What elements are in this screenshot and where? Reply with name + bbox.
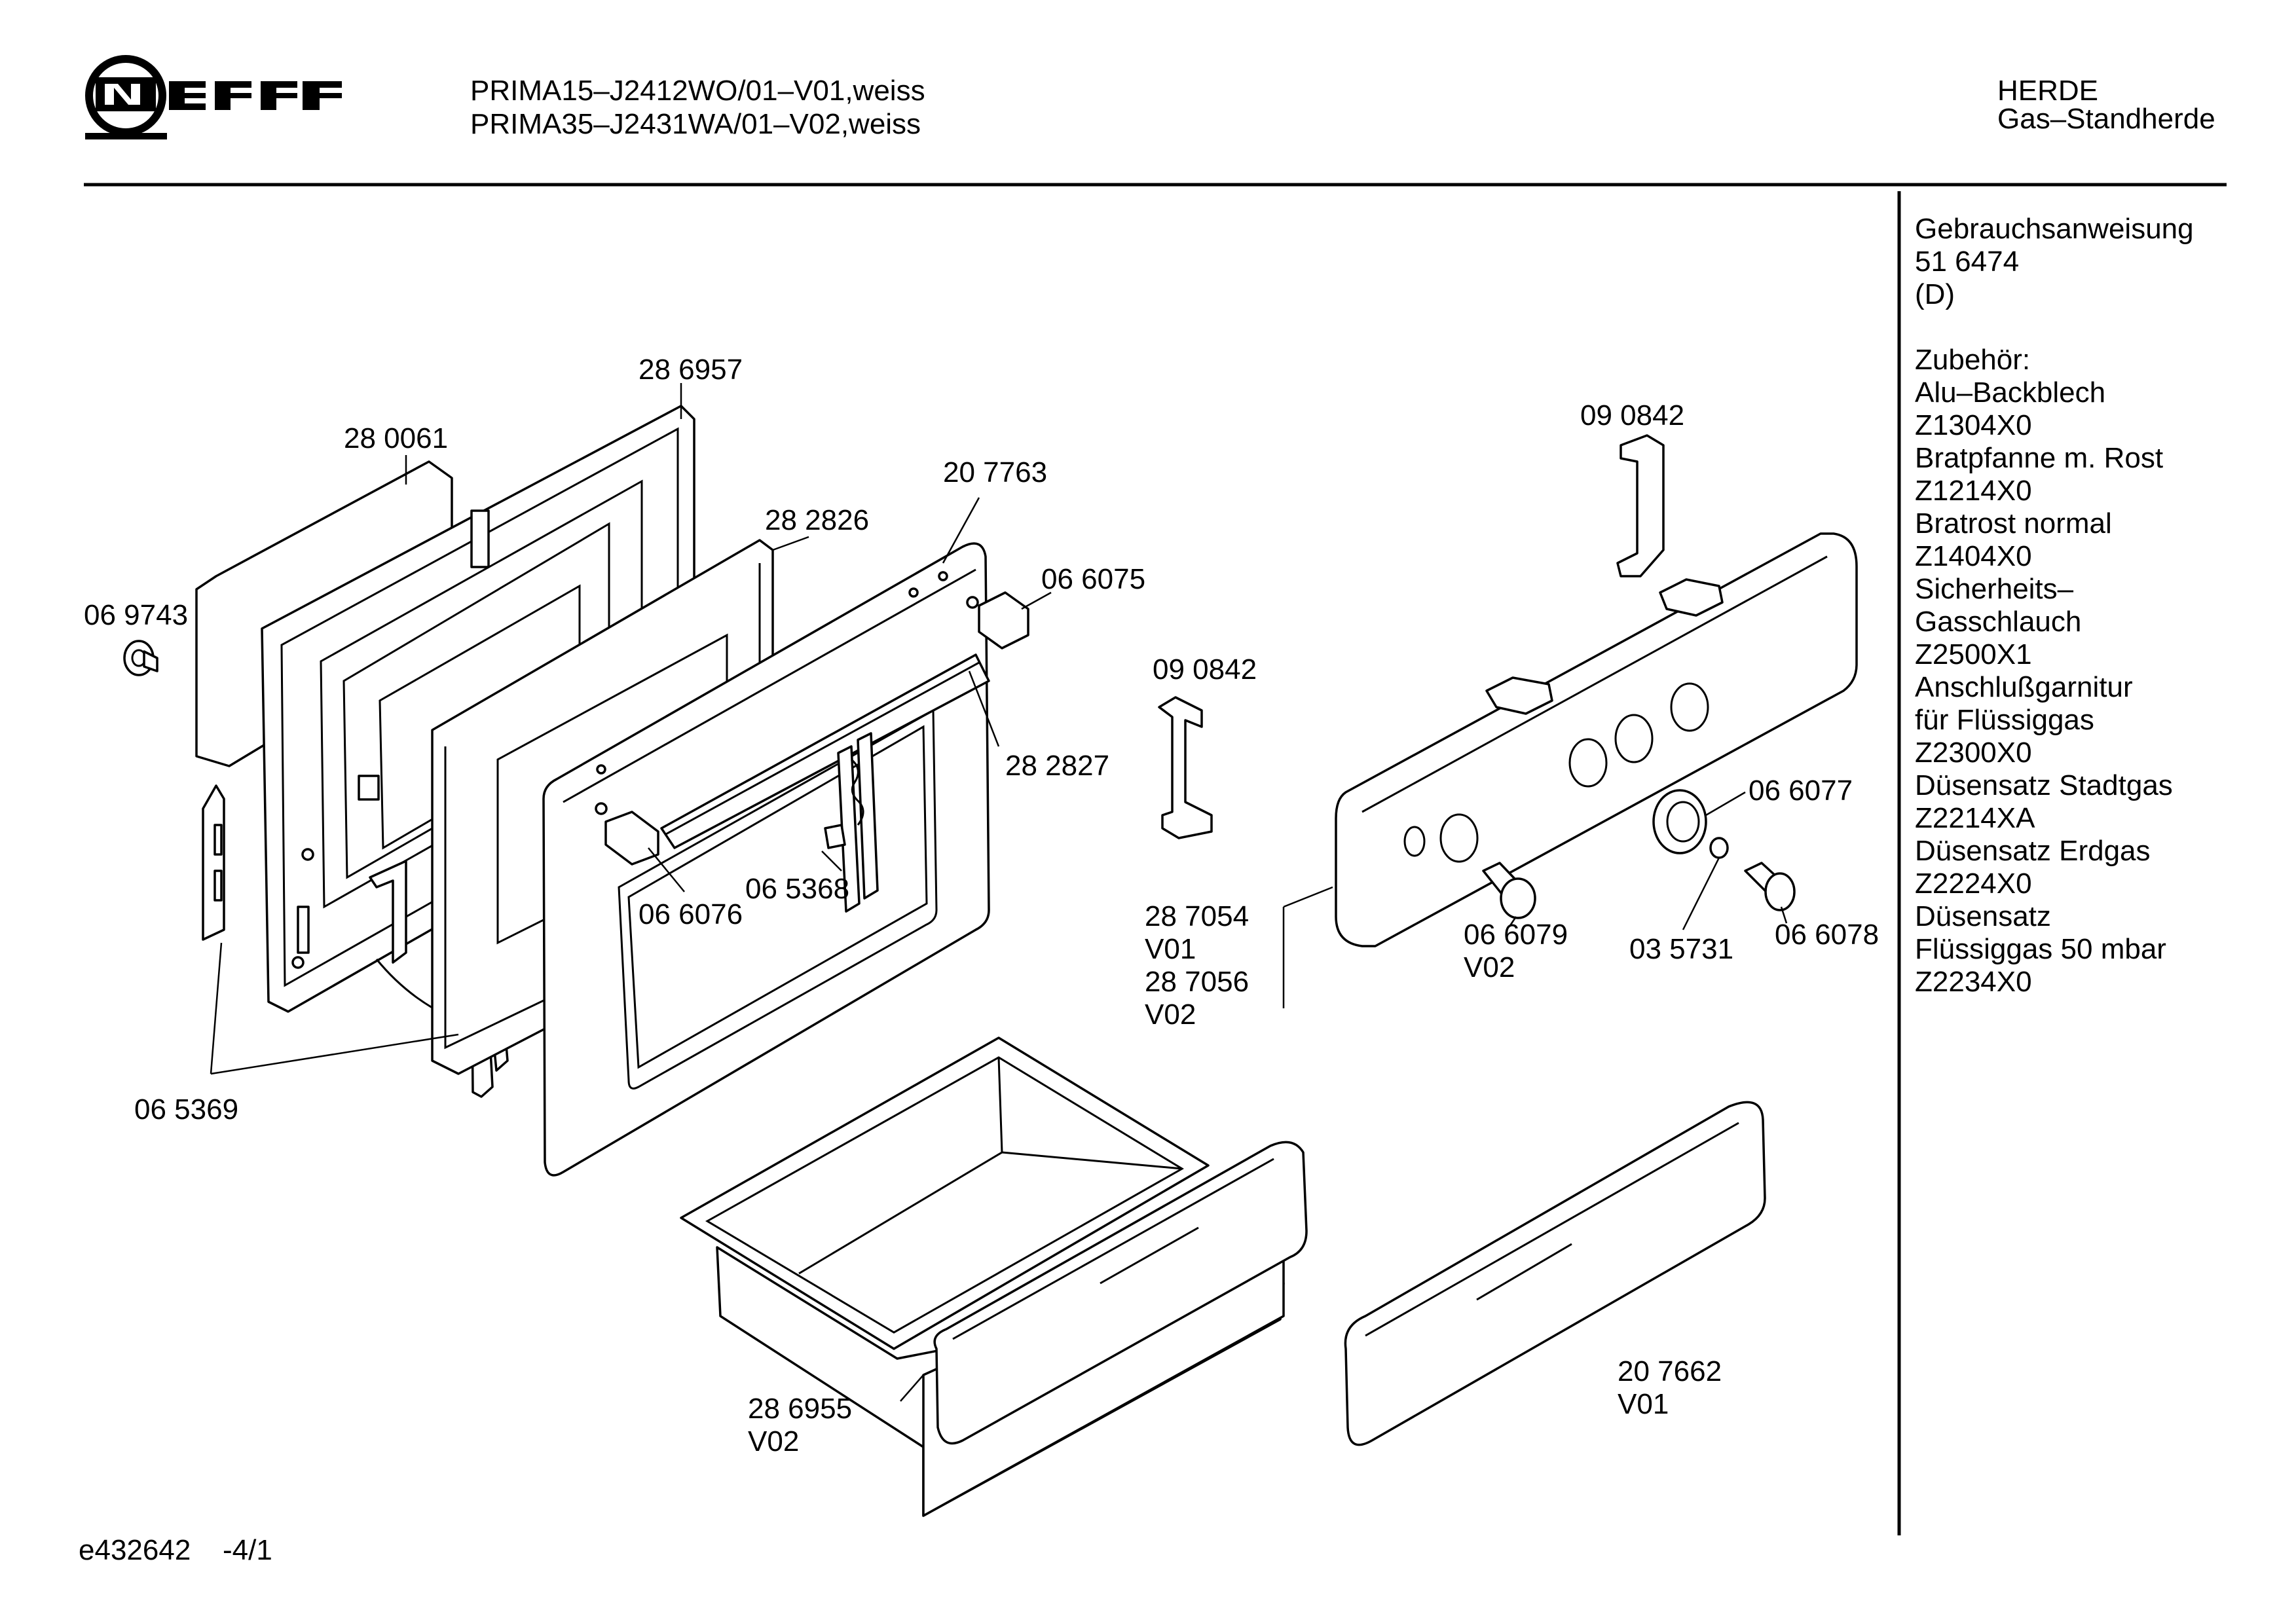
part-label-207763: 20 7763 [943,456,1048,488]
subcategory-label: Gas–Standherde [1997,103,2215,135]
part-label-065369: 06 5369 [134,1093,239,1126]
part-variant-v02: V02 [1464,951,1515,983]
sidebar-line: Anschlußgarnitur [1915,671,2133,703]
sidebar-line: Alu–Backblech [1915,376,2106,409]
leader-lines [210,383,1788,1402]
sidebar-line: Z1404X0 [1915,540,2032,572]
sidebar-line: Düsensatz Stadtgas [1915,769,2173,801]
part-label-282826: 28 2826 [765,504,870,536]
drawer [680,1036,1308,1517]
footer-page: -4/1 [223,1534,272,1566]
part-label-066078: 06 6078 [1775,919,1879,951]
part-label-066075: 06 6075 [1041,563,1146,595]
part-label-069743: 06 9743 [84,599,189,631]
footer-code: e432642 [79,1534,191,1566]
part-label-287054: 28 7054 [1145,900,1250,932]
sidebar-line: Bratpfanne m. Rost [1915,442,2164,474]
part-label-207662: 20 7662 [1618,1355,1722,1387]
part-label-090842-right: 09 0842 [1580,399,1685,431]
sidebar-line: Zubehör: [1915,344,2031,376]
part-label-282827: 28 2827 [1005,750,1110,782]
bracket-right [1616,434,1665,577]
sidebar-line: Düsensatz [1915,900,2051,932]
part-label-287056: 28 7056 [1145,966,1250,998]
sidebar-line: Gasschlauch [1915,606,2082,638]
sidebar-line: Z2300X0 [1915,737,2032,769]
handle-cap-right [978,591,1029,650]
sidebar-line [1915,311,2268,344]
sidebar-line: 51 6474 [1915,246,2020,278]
lamp-035731 [1709,837,1729,859]
category-label: HERDE [1997,75,2099,107]
part-variant-v02: V02 [748,1425,800,1457]
handle-cap-left [604,811,659,866]
bracket-left [1158,696,1213,839]
part-variant-v02: V02 [1145,998,1196,1031]
sidebar-line: Z1304X0 [1915,409,2032,441]
sidebar-line: Z1214X0 [1915,475,2032,507]
sidebar-line: Gebrauchsanweisung [1915,213,2194,245]
sidebar-line: Düsensatz Erdgas [1915,835,2151,867]
screw-069743 [123,640,158,676]
sidebar-line: Z2234X0 [1915,966,2032,998]
part-label-065368: 06 5368 [745,873,850,905]
part-label-066079: 06 6079 [1464,919,1568,951]
part-label-280061: 28 0061 [344,422,449,454]
knob-066078 [1744,862,1796,911]
ring-066077 [1652,789,1707,854]
button-066079 [1482,862,1536,919]
model-line-2: PRIMA35–J2431WA/01–V02,weiss [470,108,921,140]
part-variant-v01: V01 [1618,1388,1669,1420]
part-label-286957: 28 6957 [639,354,743,386]
part-label-066076: 06 6076 [639,898,743,930]
sidebar-line: Flüssiggas 50 mbar [1915,933,2166,965]
handle-bar [660,653,990,849]
neff-logo [85,55,342,139]
drawer-front [1344,1101,1766,1446]
part-label-066077: 06 6077 [1749,775,1853,807]
sidebar-line: Bratrost normal [1915,507,2112,540]
sidebar-line: Z2500X1 [1915,638,2032,670]
sidebar-accessories: Gebrauchsanweisung 51 6474 (D) Zubehör: … [1915,213,2268,998]
sidebar-line: Z2224X0 [1915,868,2032,900]
sidebar-line: (D) [1915,278,1955,310]
part-label-035731: 03 5731 [1629,933,1734,965]
sidebar-line: Z2214XA [1915,802,2035,834]
part-variant-v01: V01 [1145,933,1196,965]
part-label-286955: 28 6955 [748,1393,853,1425]
sidebar-line: für Flüssiggas [1915,704,2094,736]
outer-door [542,542,990,1177]
model-line-1: PRIMA15–J2412WO/01–V01,weiss [470,75,925,107]
part-label-090842-left: 09 0842 [1153,653,1257,686]
hinge-065368 [824,732,879,913]
control-panel [1335,532,1858,947]
sidebar-line: Sicherheits– [1915,573,2074,605]
